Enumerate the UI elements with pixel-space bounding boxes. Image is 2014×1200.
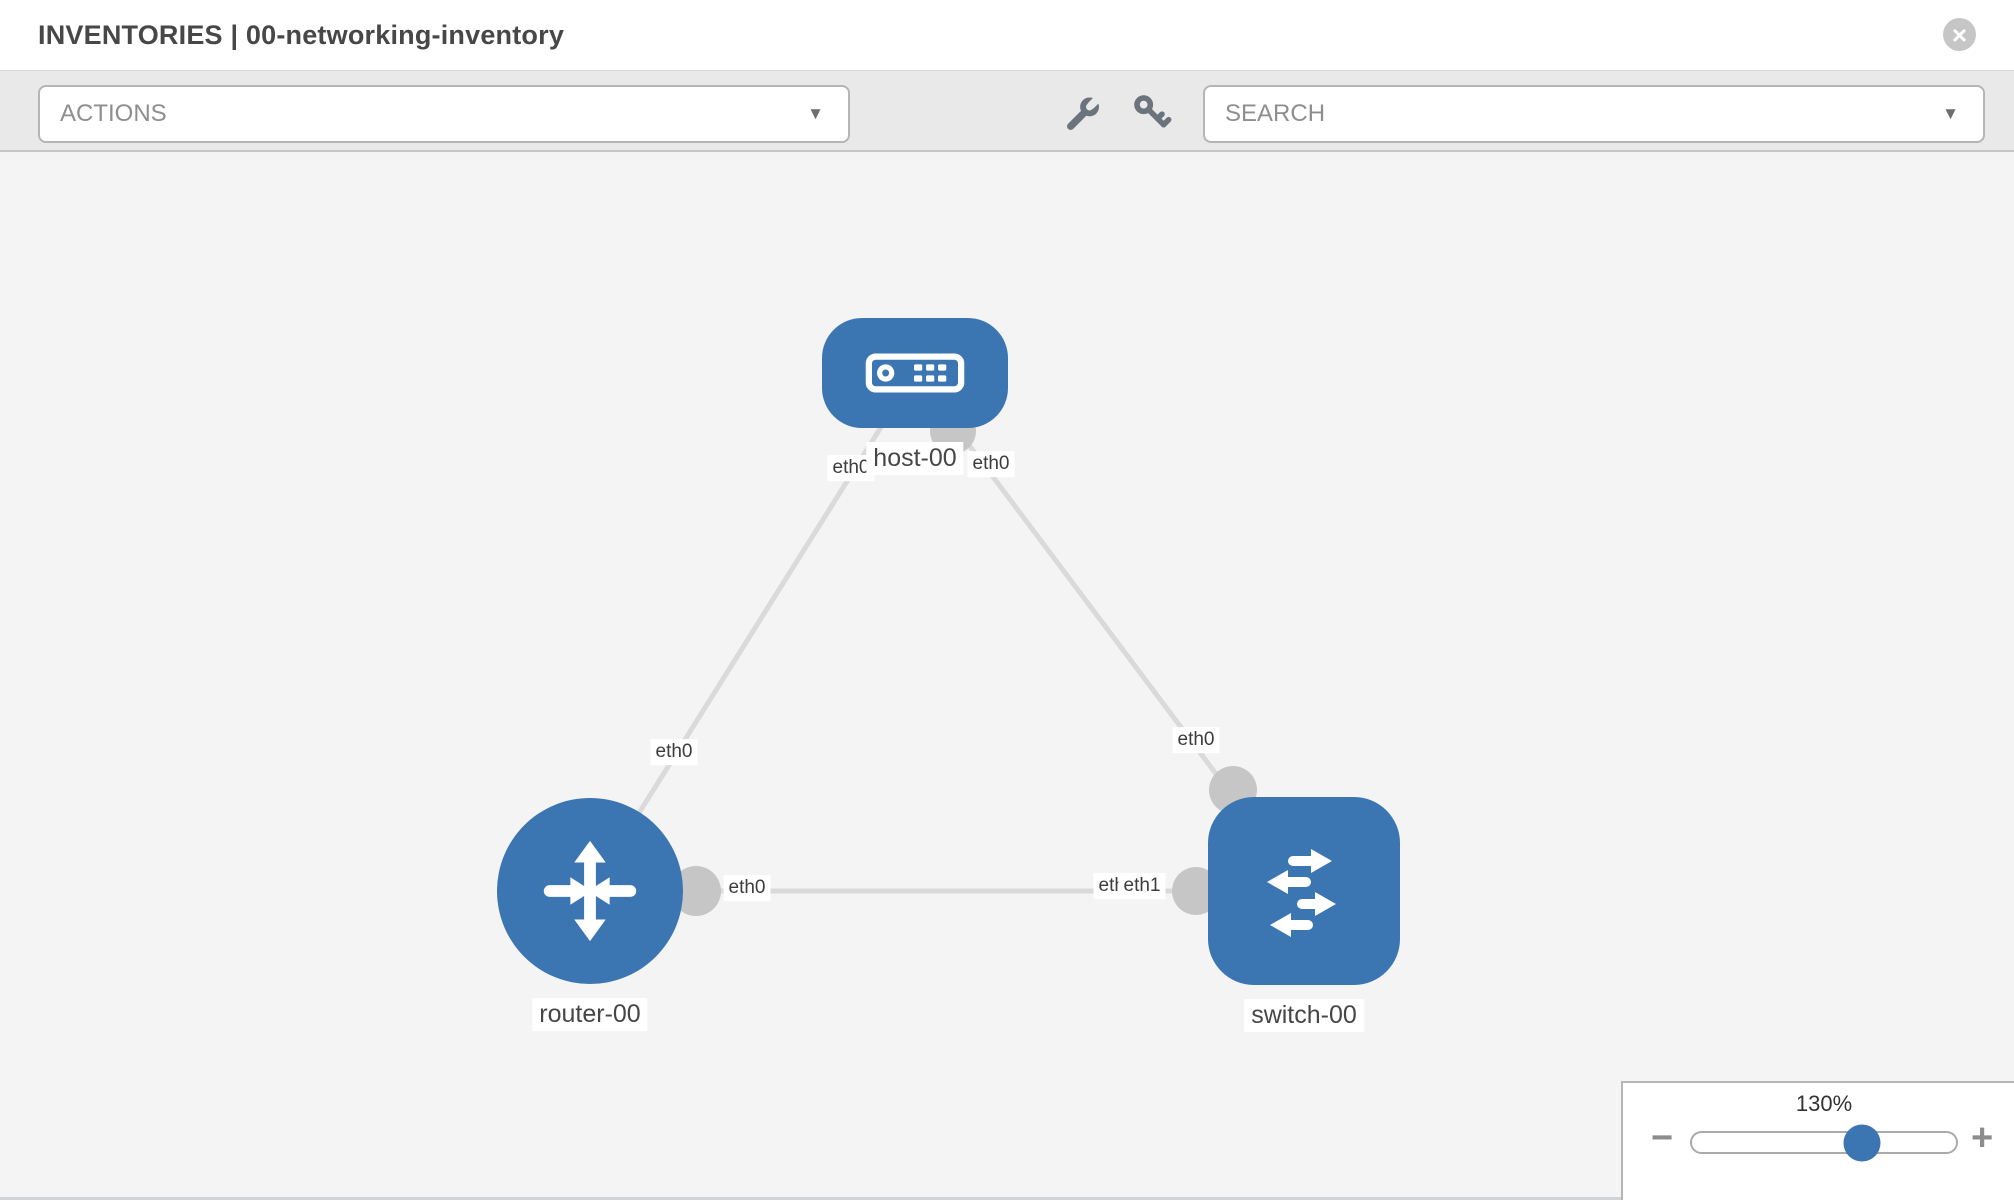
wrench-icon[interactable] bbox=[1064, 93, 1104, 133]
node-host-00[interactable] bbox=[822, 318, 1008, 428]
canvas-bottom-edge bbox=[0, 1197, 1621, 1200]
interface-label: eth0 bbox=[967, 451, 1015, 477]
chevron-down-icon: ▼ bbox=[807, 104, 824, 123]
key-icon[interactable] bbox=[1132, 93, 1172, 133]
header: INVENTORIES | 00-networking-inventory × bbox=[0, 0, 2014, 70]
node-switch-00[interactable] bbox=[1208, 797, 1400, 985]
actions-dropdown[interactable]: ACTIONS ▼ bbox=[38, 85, 850, 143]
zoom-in-button[interactable]: + bbox=[1971, 1117, 1994, 1159]
zoom-out-button[interactable]: − bbox=[1651, 1117, 1674, 1159]
host-icon bbox=[865, 353, 965, 393]
zoom-percentage: 130% bbox=[1795, 1091, 1853, 1116]
zoom-slider[interactable] bbox=[1690, 1124, 1958, 1161]
node-router-00[interactable] bbox=[497, 798, 683, 984]
interface-label: eth1 bbox=[1118, 873, 1166, 899]
zoom-slider-thumb[interactable] bbox=[1843, 1124, 1881, 1161]
node-label-host-00: host-00 bbox=[866, 442, 964, 476]
search-dropdown[interactable]: SEARCH ▼ bbox=[1203, 85, 1985, 143]
router-icon bbox=[543, 840, 637, 942]
topology-canvas[interactable] bbox=[0, 152, 2014, 1200]
page-title: INVENTORIES | 00-networking-inventory bbox=[38, 19, 565, 50]
node-label-switch-00: switch-00 bbox=[1244, 999, 1364, 1033]
search-dropdown-label: SEARCH bbox=[1225, 100, 1326, 127]
node-label-router-00: router-00 bbox=[532, 998, 648, 1032]
interface-label: eth0 bbox=[1172, 727, 1220, 753]
switch-icon bbox=[1267, 849, 1336, 937]
actions-dropdown-label: ACTIONS bbox=[60, 100, 167, 127]
zoom-panel: 130% − + bbox=[1621, 1081, 2014, 1200]
chevron-down-icon: ▼ bbox=[1942, 104, 1959, 123]
close-icon[interactable]: × bbox=[1943, 18, 1976, 51]
interface-label: eth0 bbox=[723, 875, 771, 901]
interface-label: eth0 bbox=[650, 739, 698, 765]
toolbar: ACTIONS ▼ SEARCH ▼ bbox=[0, 70, 2014, 152]
